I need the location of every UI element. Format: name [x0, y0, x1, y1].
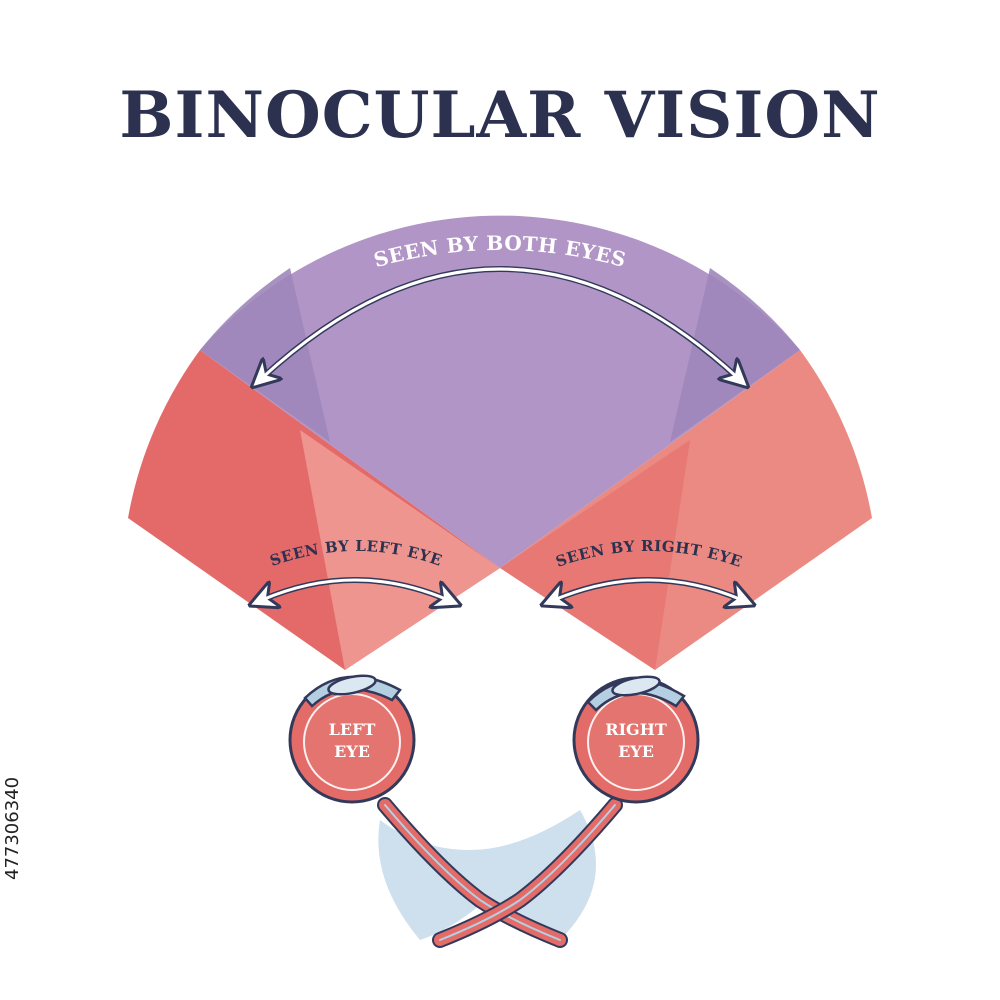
optic-chiasm-shadow: [378, 810, 596, 940]
left-eye: [288, 674, 416, 804]
stock-image-id: 477306340: [2, 776, 23, 880]
left-eye-arrow-inner: [261, 578, 449, 602]
both-eyes-sector-edge-right: [670, 268, 800, 442]
left-eye-label-line1: LEFT: [329, 720, 376, 739]
both-eyes-sector-edge-left: [200, 268, 330, 442]
both-eyes-sector: [200, 215, 800, 568]
right-eye-label-line2: EYE: [618, 742, 654, 761]
diagram-title: BINOCULAR VISION: [119, 78, 881, 153]
left-eye-label-line2: EYE: [334, 742, 370, 761]
right-field-highlight: [500, 440, 690, 670]
right-eye-label-line1: RIGHT: [605, 720, 667, 739]
both-eyes-arrow-inner: [260, 267, 740, 380]
right-eye-arrow-inner: [553, 578, 743, 602]
left-field-highlight: [300, 430, 500, 670]
right-eye: [572, 675, 700, 804]
optic-nerves: [377, 797, 623, 948]
